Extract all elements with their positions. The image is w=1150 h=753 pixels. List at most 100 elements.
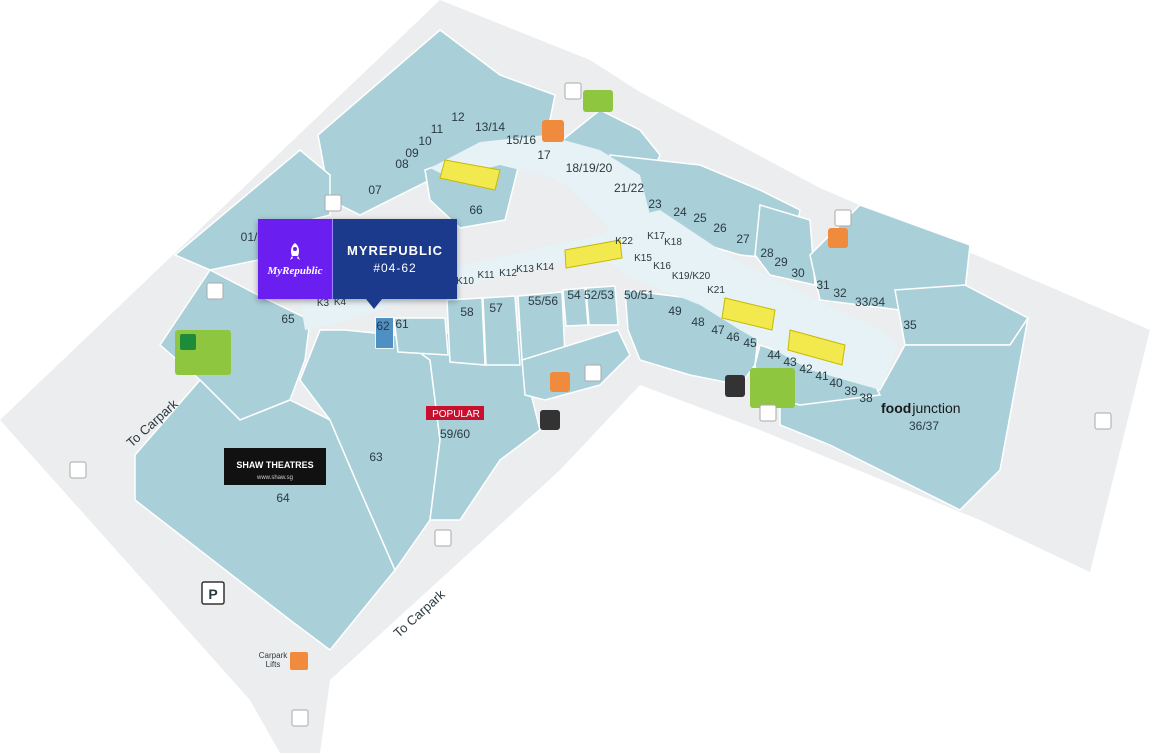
facility-icons: P: [175, 90, 848, 670]
unit-label: 13/14: [475, 120, 505, 134]
unit-label: 62: [376, 319, 390, 333]
unit-label: 01/: [241, 230, 258, 244]
unit-label: 45: [743, 336, 757, 350]
service-lift-icon[interactable]: [540, 410, 560, 430]
unit-label: 55/56: [528, 294, 558, 308]
unit-label: 21/22: [614, 181, 644, 195]
unit-label: 61: [395, 317, 409, 331]
unit-south-mid[interactable]: [521, 329, 631, 401]
exit-icon: [69, 461, 87, 479]
escalator-4: [787, 329, 846, 366]
unit-label: 40: [829, 376, 843, 390]
store-unit-number: #04-62: [373, 261, 417, 275]
store-name: MYREPUBLIC: [347, 243, 443, 258]
kiosk-label: K12: [499, 268, 517, 279]
store-units: [134, 29, 1030, 652]
food-text: food: [881, 400, 911, 416]
unit-52-53[interactable]: [585, 285, 619, 326]
unit-label: 30: [791, 266, 805, 280]
toilet-icon[interactable]: [583, 90, 613, 112]
rocket-icon: [290, 243, 300, 260]
unit-label: 35: [903, 318, 917, 332]
kiosk-label: K3: [317, 298, 330, 309]
kiosk-label: K19/K20: [672, 271, 711, 282]
kiosk-label: K15: [634, 253, 652, 264]
svg-text:www.shaw.sg: www.shaw.sg: [256, 475, 293, 481]
logo-text: MyRepublic: [267, 265, 323, 277]
unit-label: 59/60: [440, 427, 470, 441]
lift-icon[interactable]: [828, 228, 848, 248]
store-popup[interactable]: MyRepublic MYREPUBLIC #04-62: [258, 219, 457, 299]
unit-58[interactable]: [446, 297, 486, 366]
popular-logo[interactable]: POPULAR: [426, 406, 484, 420]
unit-label: 44: [767, 348, 781, 362]
unit-label: 27: [736, 232, 750, 246]
unit-label: 66: [469, 203, 483, 217]
unit-54[interactable]: [562, 287, 589, 327]
unit-label: 63: [369, 450, 383, 464]
shaw-theatres-logo[interactable]: SHAW THEATRES www.shaw.sg: [224, 448, 326, 485]
unit-label: 43: [783, 355, 797, 369]
unit-label: 64: [276, 491, 290, 505]
exit-icon: [584, 364, 602, 382]
lift-icon[interactable]: [550, 372, 570, 392]
kiosk-label: K10: [456, 276, 474, 287]
unit-label: 07: [368, 183, 382, 197]
carpark-lift-icon[interactable]: [290, 652, 308, 670]
escalator-3: [721, 297, 776, 331]
exit-icon: [834, 209, 852, 227]
svg-text:SHAW THEATRES: SHAW THEATRES: [236, 460, 313, 470]
unit-label: 23: [648, 197, 662, 211]
myrepublic-logo: MyRepublic: [258, 219, 333, 299]
unit-label: 36/37: [909, 419, 939, 433]
parking-label: P: [208, 586, 217, 602]
highlight-unit-62[interactable]: [376, 318, 393, 348]
unit-labels: 01/ 07 08 09 10 11 12 13/14 15/16 17 18/…: [241, 110, 940, 505]
service-lift-icon[interactable]: [725, 375, 745, 397]
unit-label: 17: [537, 148, 551, 162]
unit-label: 29: [774, 255, 788, 269]
svg-text:foodjunction: foodjunction: [881, 400, 961, 416]
unit-label: 38: [859, 391, 873, 405]
unit-label: 49: [668, 304, 682, 318]
unit-label: 47: [711, 323, 725, 337]
unit-label: 57: [489, 301, 503, 315]
unit-label: 54: [567, 288, 581, 302]
svg-text:POPULAR: POPULAR: [432, 409, 480, 420]
kiosk-label: K4: [334, 297, 347, 308]
escalator-1: [439, 159, 501, 191]
unit-label: 25: [693, 211, 707, 225]
exit-icon: [759, 404, 777, 422]
unit-label: 15/16: [506, 133, 536, 147]
exit-icon: [291, 709, 309, 727]
toilet-icon[interactable]: [750, 368, 795, 408]
unit-label: 32: [833, 286, 847, 300]
food-junction-logo[interactable]: foodjunction: [881, 400, 961, 416]
unit-28-30[interactable]: [754, 204, 816, 286]
lift-icon[interactable]: [180, 334, 196, 350]
kiosk-label: K18: [664, 237, 682, 248]
popup-info: MYREPUBLIC #04-62: [333, 219, 457, 299]
unit-57[interactable]: [482, 295, 521, 366]
unit-label: 24: [673, 205, 687, 219]
unit-label: 58: [460, 305, 474, 319]
unit-label: 31: [816, 278, 830, 292]
unit-61[interactable]: [393, 317, 449, 356]
kiosk-label: K21: [707, 285, 725, 296]
unit-label: 65: [281, 312, 295, 326]
lift-icon[interactable]: [542, 120, 564, 142]
unit-label: 50/51: [624, 288, 654, 302]
unit-label: 52/53: [584, 288, 614, 302]
unit-label: 46: [726, 330, 740, 344]
kiosk-label: K16: [653, 261, 671, 272]
junction-text: junction: [911, 400, 960, 416]
direction-markers: [69, 82, 1112, 727]
parking-icon[interactable]: [201, 581, 225, 605]
carpark-lifts-label-line1: Carpark: [259, 651, 288, 660]
unit-36-37[interactable]: [779, 317, 1029, 511]
unit-label: 08: [395, 157, 409, 171]
escalator-2: [564, 239, 623, 269]
unit-label: 33/34: [855, 295, 885, 309]
kiosk-label: K13: [516, 264, 534, 275]
escalators: [439, 159, 846, 366]
